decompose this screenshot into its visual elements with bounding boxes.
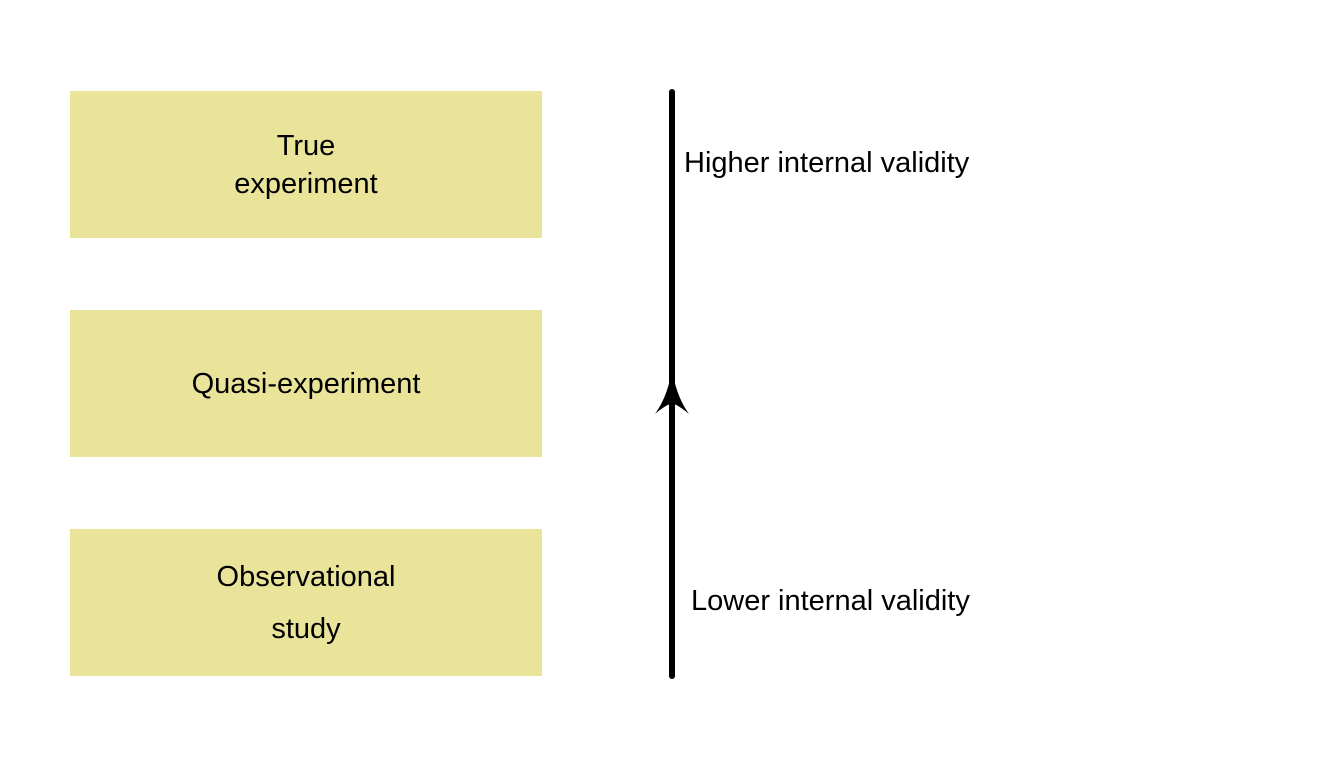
box-label-quasi-experiment: Quasi-experiment xyxy=(191,367,421,400)
box-quasi-experiment: Quasi-experiment xyxy=(70,310,542,457)
box-label-true-experiment: True experiment xyxy=(234,129,378,200)
arrow-up-icon xyxy=(655,370,689,414)
higher-validity-label: Higher internal validity xyxy=(684,147,970,179)
box-label-observational-study: Observational study xyxy=(216,560,396,645)
box-observational-study: Observational study xyxy=(70,529,542,676)
box-true-experiment: True experiment xyxy=(70,91,542,238)
lower-validity-label: Lower internal validity xyxy=(691,585,970,617)
